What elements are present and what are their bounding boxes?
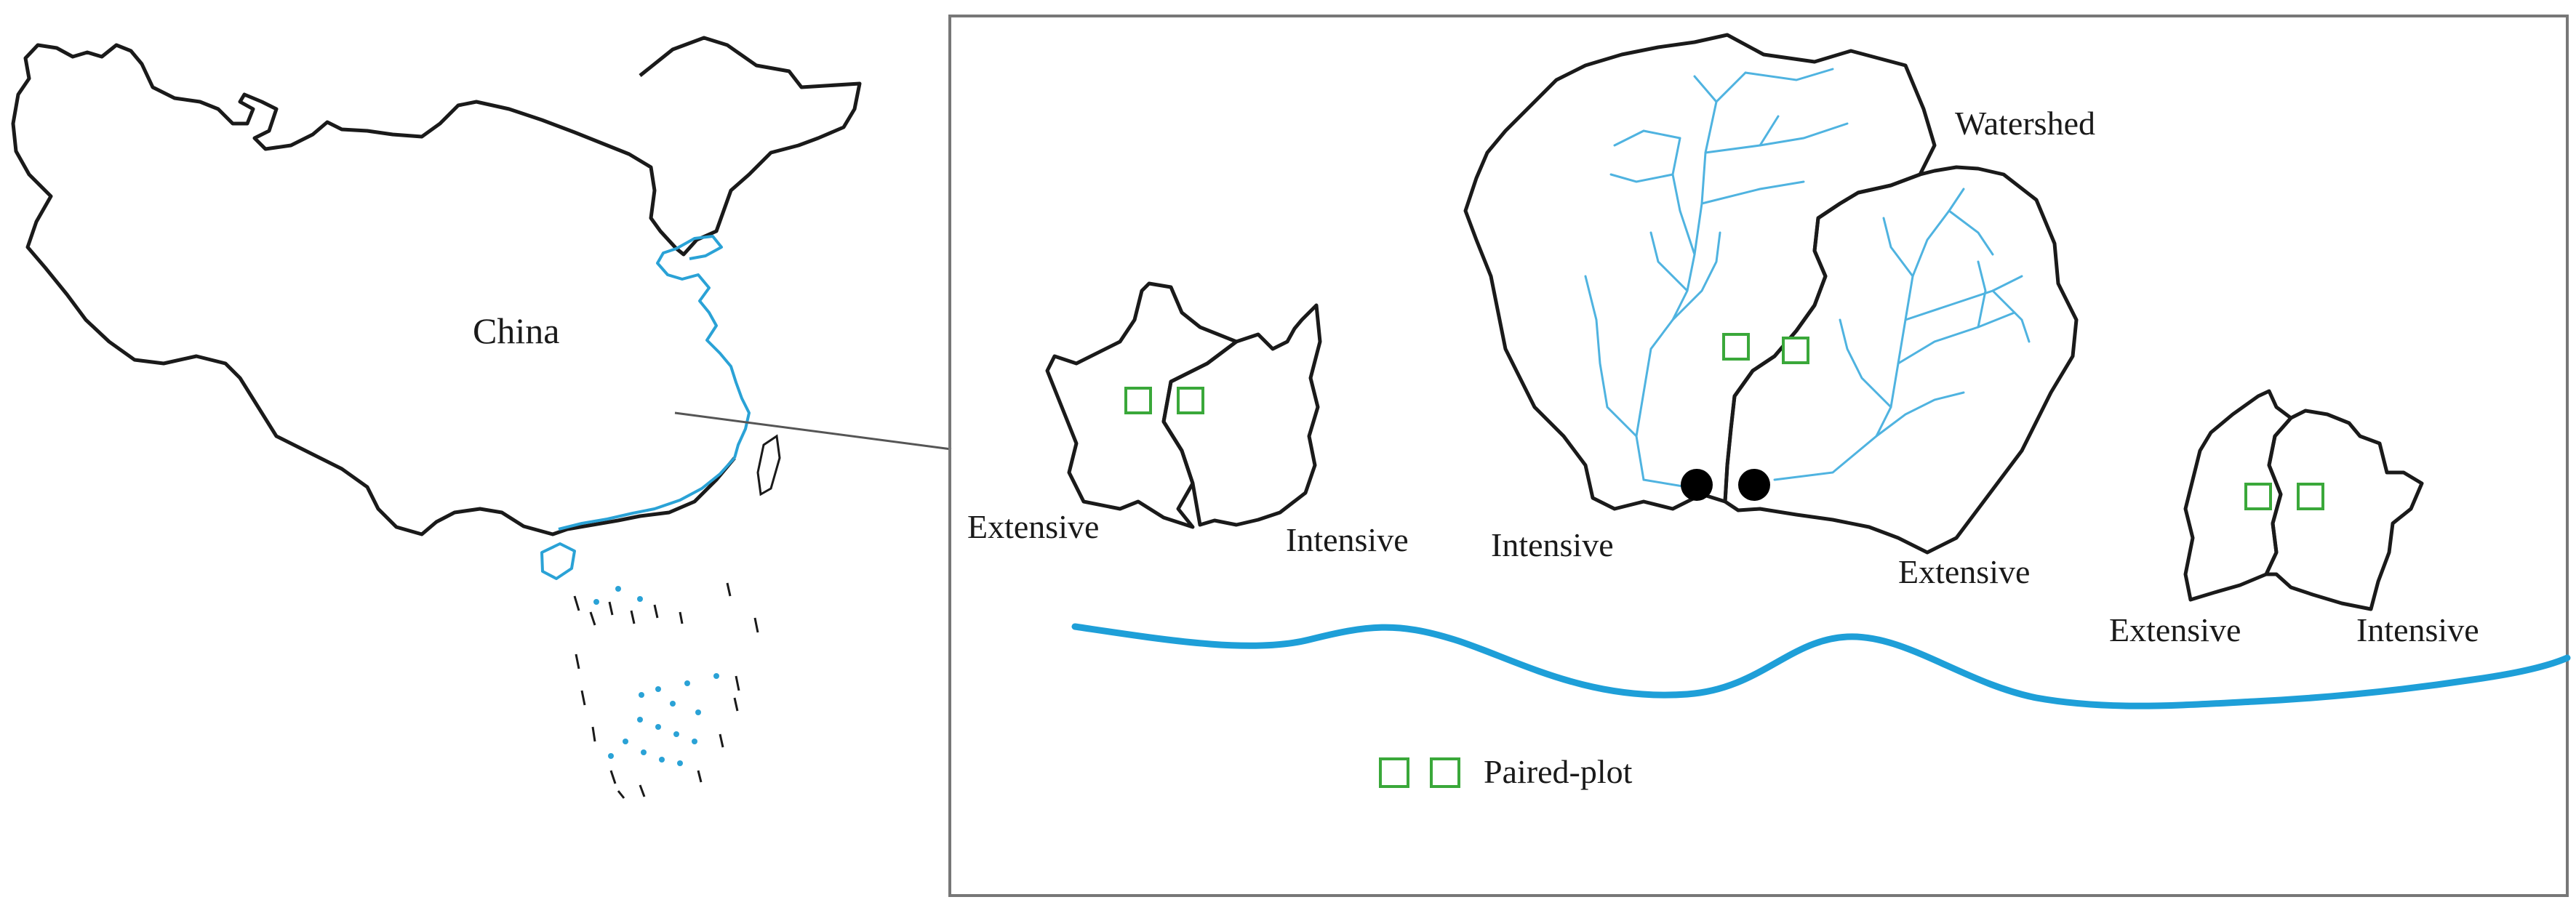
main-river xyxy=(1071,623,2571,709)
left-intensive-catchment xyxy=(1161,303,1322,527)
taiwan-island xyxy=(756,434,781,496)
intensive-outlet-gauge xyxy=(1681,469,1713,501)
extensive-outlet-gauge xyxy=(1738,469,1770,501)
liaodong-bay xyxy=(676,235,723,260)
intensive-stream-network xyxy=(1584,68,1849,488)
connector-line xyxy=(674,411,952,451)
watershed-extensive-catchment xyxy=(1723,165,2079,555)
china-label: China xyxy=(473,310,559,351)
legend: Paired-plot xyxy=(1379,753,1633,790)
center-intensive-label: Intensive xyxy=(1491,526,1614,563)
left-intensive-label: Intensive xyxy=(1286,521,1409,558)
study-area-panel xyxy=(948,15,2569,897)
china-land-border xyxy=(11,36,862,536)
right-extensive-label: Extensive xyxy=(2109,611,2241,648)
china-coastline xyxy=(656,247,751,459)
south-sea-dots xyxy=(593,586,719,766)
south-sea-islands xyxy=(573,582,759,799)
center-paired-plot-a xyxy=(1722,333,1750,361)
center-paired-plot-b xyxy=(1782,337,1809,364)
china-coastline-south xyxy=(558,456,736,531)
legend-plot-swatch-b xyxy=(1430,757,1460,788)
hainan-island xyxy=(540,542,576,580)
legend-plot-label: Paired-plot xyxy=(1484,753,1633,790)
extensive-stream-network xyxy=(1773,188,2031,481)
right-extensive-catchment xyxy=(2183,389,2293,602)
legend-plot-swatch-a xyxy=(1379,757,1409,788)
right-catchment-pair: Extensive Intensive xyxy=(2109,389,2479,648)
left-catchment-pair: Extensive Intensive xyxy=(967,281,1409,558)
center-extensive-label: Extensive xyxy=(1898,553,2030,590)
left-extensive-catchment xyxy=(1045,281,1239,529)
china-map: China xyxy=(11,36,862,799)
left-extensive-label: Extensive xyxy=(967,508,1099,545)
left-paired-plot-a xyxy=(1124,387,1152,414)
right-paired-plot-a xyxy=(2244,483,2272,510)
left-paired-plot-b xyxy=(1177,387,1204,414)
center-watershed: Watershed Intensive Extensive xyxy=(1463,33,2095,590)
right-paired-plot-b xyxy=(2297,483,2324,510)
watershed-label: Watershed xyxy=(1955,105,2095,142)
right-intensive-label: Intensive xyxy=(2356,611,2479,648)
right-intensive-catchment xyxy=(2264,409,2424,611)
watershed-intensive-catchment xyxy=(1463,33,1937,511)
